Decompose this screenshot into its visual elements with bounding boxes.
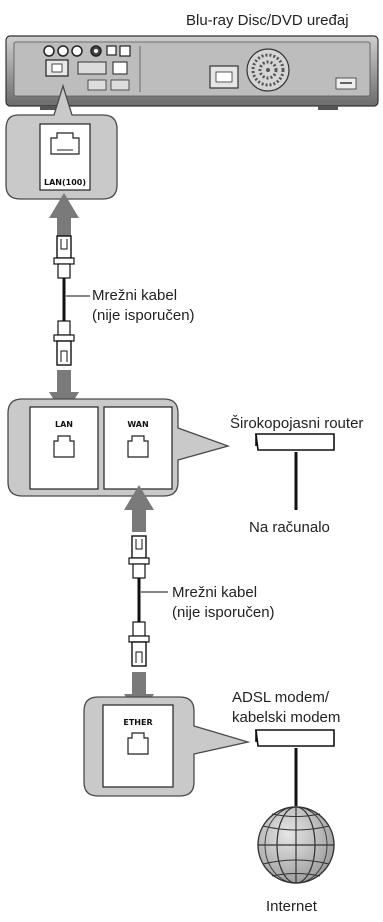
internet-label: Internet <box>266 898 317 915</box>
modem-ether-port-label: ETHER <box>123 718 152 727</box>
player-lan-port-label: LAN(100) <box>44 178 86 187</box>
bluray-player-rear-panel <box>5 35 379 110</box>
router-label: Širokopojasni router <box>230 415 364 432</box>
arrow-to-router-lan <box>49 370 79 416</box>
rj45-plug-top-1 <box>53 235 75 279</box>
router-wan-port-label: WAN <box>127 420 148 429</box>
computer-label: Na računalo <box>249 519 330 536</box>
adsl-cable-modem <box>255 729 335 806</box>
modem-label-line1: ADSL modem/ <box>232 689 329 706</box>
internet-globe-icon <box>257 806 335 884</box>
router-lan-port-label: LAN <box>55 420 73 429</box>
cable-1-label-line2: (nije isporučen) <box>92 307 195 324</box>
modem-label-line2: kabelski modem <box>232 709 341 726</box>
broadband-router <box>255 433 335 510</box>
cable-2-label-line1: Mrežni kabel <box>172 584 258 601</box>
arrow-to-router-wan <box>124 485 154 532</box>
network-cable-2 <box>128 535 168 667</box>
network-cable-1 <box>53 235 90 366</box>
rj45-plug-bottom-2 <box>128 621 150 667</box>
router-ports-callout: LAN WAN <box>7 398 231 497</box>
rj45-plug-top-2 <box>128 535 150 579</box>
arrow-to-modem <box>124 672 154 718</box>
player-lan-callout: LAN(100) <box>5 83 118 200</box>
cable-1-label-line1: Mrežni kabel <box>92 287 178 304</box>
device-label: Blu-ray Disc/DVD uređaj <box>186 12 349 29</box>
modem-port-callout: ETHER <box>83 696 251 797</box>
rj45-plug-bottom-1 <box>53 320 75 366</box>
cable-2-label-line2: (nije isporučen) <box>172 604 275 621</box>
arrow-to-player <box>49 193 79 240</box>
